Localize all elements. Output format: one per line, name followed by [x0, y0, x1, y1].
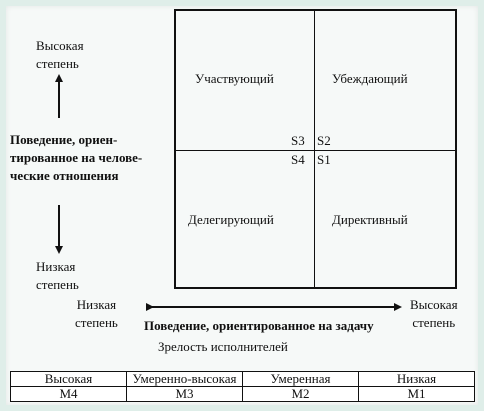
quadrant-top-left: Участвующий [195, 71, 274, 86]
quadrant-bottom-left: Делегирующий [188, 212, 274, 227]
maturity-level-cell: Низкая [358, 371, 475, 387]
quadrant-top-right: Убеждающий [332, 71, 408, 86]
y-axis-low-label: Низкая степень [36, 259, 79, 292]
maturity-levels-row: Высокая Умеренно-высокая Умеренная Низка… [10, 371, 475, 387]
maturity-code-cell: M4 [10, 386, 127, 402]
matrix-vertical-divider [314, 11, 315, 287]
maturity-level-cell: Высокая [10, 371, 127, 387]
code-s1: S1 [317, 152, 331, 167]
maturity-level-cell: Умеренно-высокая [126, 371, 243, 387]
matrix-horizontal-divider [176, 150, 455, 151]
maturity-code-cell: M3 [126, 386, 243, 402]
y-axis-title: Поведение, ориен- тированное на челове- … [10, 132, 143, 183]
maturity-code-cell: M2 [242, 386, 359, 402]
maturity-table: Высокая Умеренно-высокая Умеренная Низка… [10, 371, 475, 402]
maturity-level-cell: Умеренная [242, 371, 359, 387]
quadrant-bottom-right: Директивный [332, 212, 408, 227]
y-axis-high-label: Высокая степень [36, 38, 84, 71]
x-axis-subtitle: Зрелость исполнителей [158, 339, 288, 354]
leadership-matrix: Участвующий Убеждающий Делегирующий Дире… [174, 9, 457, 289]
code-s4: S4 [291, 152, 305, 167]
code-s2: S2 [317, 133, 331, 148]
x-axis-title: Поведение, ориентированное на задачу [144, 318, 374, 333]
maturity-codes-row: M4 M3 M2 M1 [10, 386, 475, 402]
x-axis-low-label: Низкая степень [75, 297, 118, 330]
code-s3: S3 [291, 133, 305, 148]
maturity-code-cell: M1 [358, 386, 475, 402]
x-axis-high-label: Высокая степень [410, 297, 458, 330]
